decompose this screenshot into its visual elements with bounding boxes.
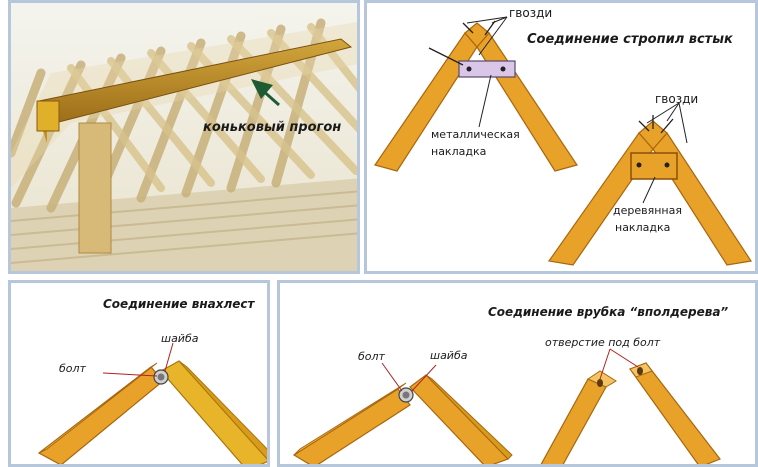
metal-plate: [458, 60, 516, 78]
half-lap-joint-diagram: Соединение врубка “вполдерева” болт шайб…: [292, 305, 728, 464]
lap-right-rafter: [160, 360, 267, 464]
lap-bolt-label: болт: [59, 362, 87, 375]
bolt-hole-label: отверстие под болт: [545, 336, 661, 349]
half-lap-bolt-label: болт: [358, 350, 386, 363]
butt-joint-title: Соединение стропил встык: [527, 32, 734, 47]
bolt-hole-right: [637, 367, 643, 375]
right-rafter: [476, 32, 578, 172]
wood-plate-label-2: накладка: [615, 221, 670, 234]
butt-joint-diagram: гвозди Соединение стропил встык металлич…: [374, 6, 753, 266]
half-lap-bolt: [402, 391, 410, 399]
arrow-icon: [251, 79, 280, 107]
lap-joint-panel: Соединение внахлест болт шайба: [8, 280, 270, 467]
nails-label-top: гвозди: [509, 6, 552, 20]
metal-plate-label-1: металлическая: [431, 128, 520, 141]
ridge-purlin-illustration: коньковый прогон: [11, 3, 357, 271]
butt-joint-panel: гвозди Соединение стропил встык металлич…: [364, 0, 758, 274]
exploded-right-rafter: [629, 362, 721, 464]
ridge-purlin-photo-panel: коньковый прогон: [8, 0, 360, 274]
ridge-purlin-label: коньковый прогон: [203, 120, 341, 135]
assembled-left-rafter: [292, 388, 411, 464]
exploded-left-rafter: [540, 378, 607, 464]
bolt-hole-left: [597, 379, 603, 387]
lap-washer-label: шайба: [161, 332, 199, 345]
assembled-right-rafter: [409, 374, 510, 464]
half-lap-joint-panel: Соединение врубка “вполдерева” болт шайб…: [277, 280, 758, 467]
half-lap-washer-label: шайба: [430, 349, 468, 362]
lap-left-rafter: [37, 366, 164, 464]
half-lap-title: Соединение врубка “вполдерева”: [488, 305, 728, 319]
lap-joint-diagram: Соединение внахлест болт шайба: [37, 297, 267, 464]
nails-label-bottom: гвозди: [655, 92, 698, 106]
wood-plate-label-1: деревянная: [613, 204, 682, 217]
metal-plate-label-2: накладка: [431, 145, 486, 158]
bolt: [157, 373, 165, 381]
lap-joint-title: Соединение внахлест: [103, 297, 255, 311]
